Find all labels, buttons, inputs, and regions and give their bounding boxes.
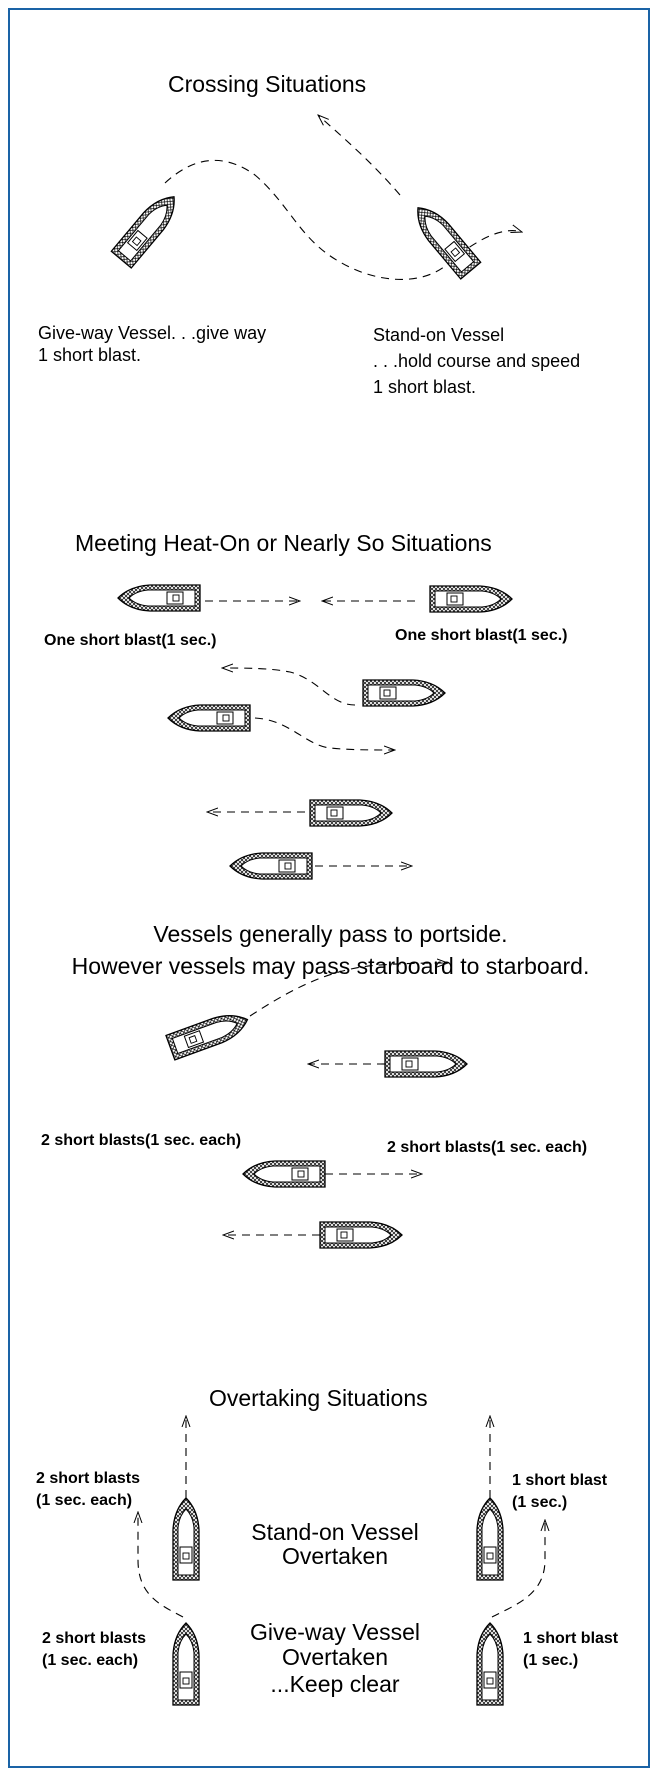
give-way-vessel [110, 187, 185, 269]
overtaking-title: Overtaking Situations [209, 1385, 428, 1411]
stand-on-signal: 1 short blast. [373, 377, 477, 397]
stand-on-vessel-right [476, 1497, 504, 1581]
vessel [165, 1006, 253, 1061]
stand-on-overtaken-sub: Overtaken [281, 1543, 389, 1569]
vessel [362, 679, 446, 707]
starboard-left-signal: 2 short blasts(1 sec. each) [41, 1132, 242, 1149]
crossing-title: Crossing Situations [168, 71, 367, 97]
give-way-vessel-left [172, 1622, 200, 1706]
meeting-title: Meeting Heat-On or Nearly So Situations [75, 530, 492, 556]
pass-note-line1: Vessels generally pass to portside. [153, 921, 508, 947]
give-way-left-duration: (1 sec. each) [42, 1652, 139, 1669]
vessel [117, 584, 201, 612]
give-way-overtaken-sub: Overtaken [281, 1644, 389, 1670]
vessel [319, 1221, 403, 1249]
pass-note-line2: However vessels may pass starboard to st… [71, 953, 590, 979]
stand-on-course [318, 115, 401, 196]
vessel [309, 799, 393, 827]
vessel [229, 852, 313, 880]
give-way-signal: 1 short blast. [38, 345, 142, 365]
vessel [384, 1050, 468, 1078]
vessel [429, 585, 513, 613]
give-way-vessel-right [476, 1622, 504, 1706]
meeting-right-signal: One short blast(1 sec.) [395, 627, 568, 644]
starboard-right-signal: 2 short blasts(1 sec. each) [387, 1139, 588, 1156]
give-way-overtaken-label: Give-way Vessel [249, 1619, 420, 1645]
give-way-label: Give-way Vessel. . .give way [38, 323, 267, 343]
vessel [242, 1160, 326, 1188]
stand-on-left-duration: (1 sec. each) [36, 1492, 133, 1509]
give-way-right-duration: (1 sec.) [523, 1652, 579, 1669]
give-way-left-signal: 2 short blasts [42, 1630, 147, 1647]
stand-on-right-signal: 1 short blast [512, 1472, 608, 1489]
keep-clear-instruction: ...Keep clear [270, 1671, 400, 1697]
stand-on-right-duration: (1 sec.) [512, 1494, 568, 1511]
stand-on-overtaken-label: Stand-on Vessel [251, 1519, 419, 1545]
stand-on-instruction: . . .hold course and speed [373, 351, 581, 371]
give-way-right-signal: 1 short blast [523, 1630, 619, 1647]
diagram-frame [8, 8, 650, 1768]
vessel [167, 704, 251, 732]
stand-on-vessel [407, 198, 482, 280]
stand-on-label: Stand-on Vessel [373, 325, 505, 345]
stand-on-vessel-left [172, 1497, 200, 1581]
meeting-left-signal: One short blast(1 sec.) [44, 632, 217, 649]
stand-on-left-signal: 2 short blasts [36, 1470, 141, 1487]
